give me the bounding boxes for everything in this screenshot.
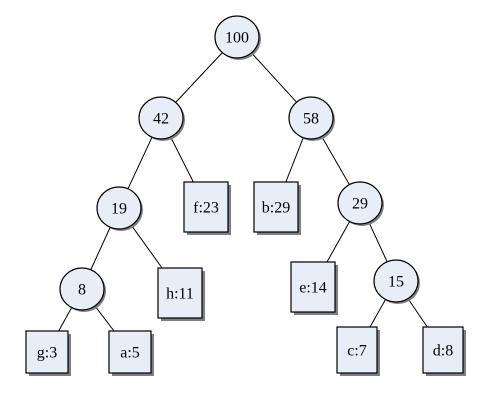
edge-n19-nh — [131, 225, 163, 269]
node-label: 8 — [78, 282, 86, 299]
leaf-node-nd: d:8 — [422, 326, 466, 376]
edge-n58-n29 — [321, 136, 350, 185]
node-label: d:8 — [433, 343, 453, 360]
edge-n19-n8 — [90, 227, 111, 270]
internal-node-n29: 29 — [337, 181, 384, 226]
node-box — [157, 267, 203, 319]
node-label: 19 — [111, 201, 127, 218]
leaf-node-ne: e:14 — [290, 261, 338, 315]
leaf-node-nh: h:11 — [157, 267, 205, 321]
node-box — [183, 181, 229, 233]
node-label: a:5 — [120, 345, 140, 362]
node-box — [25, 330, 69, 374]
edge-n29-n15 — [368, 222, 388, 262]
node-label: e:14 — [299, 280, 327, 297]
node-circle — [96, 186, 142, 230]
edge-n42-nf — [170, 136, 194, 183]
internal-node-n15: 15 — [373, 259, 420, 304]
node-label: g:3 — [37, 345, 57, 362]
leaf-node-na: a:5 — [108, 330, 154, 376]
node-circle — [214, 15, 260, 59]
edge-n58-nb — [285, 137, 304, 183]
node-circle — [138, 96, 184, 140]
node-circle — [59, 267, 105, 311]
edge-n8-na — [94, 305, 115, 332]
internal-node-n42: 42 — [138, 96, 185, 141]
node-label: 58 — [303, 111, 319, 128]
node-circle — [373, 259, 419, 303]
edge-n100-n42 — [175, 52, 223, 103]
tree-nodes: 100 42 58 19 f:23 b:29 29 8 h:11 e:14 15 g:3 a:5 c:7 d… — [25, 15, 466, 376]
node-label: 29 — [352, 196, 368, 213]
edge-n42-n19 — [127, 136, 153, 190]
node-label: h:11 — [166, 286, 194, 303]
leaf-node-ng: g:3 — [25, 330, 71, 376]
edge-n15-nc — [369, 299, 386, 328]
tree-edges — [58, 52, 428, 332]
node-label: b:29 — [262, 200, 290, 217]
node-circle — [337, 181, 383, 225]
edge-n100-n58 — [251, 52, 297, 103]
node-box — [422, 326, 464, 374]
node-box — [336, 326, 378, 374]
node-label: 42 — [153, 111, 169, 128]
leaf-node-nc: c:7 — [336, 326, 380, 376]
edge-n15-nd — [407, 298, 428, 328]
internal-node-n100: 100 — [214, 15, 261, 60]
node-label: 100 — [225, 30, 249, 47]
node-label: 15 — [388, 274, 404, 291]
edge-n29-ne — [326, 221, 351, 263]
edge-n8-ng — [58, 307, 73, 332]
node-box — [108, 330, 152, 374]
node-circle — [288, 96, 334, 140]
leaf-node-nf: f:23 — [183, 181, 231, 235]
internal-node-n58: 58 — [288, 96, 335, 141]
node-label: c:7 — [347, 343, 367, 360]
node-box — [253, 181, 299, 233]
node-box — [290, 261, 336, 313]
internal-node-n19: 19 — [96, 186, 143, 231]
node-label: f:23 — [193, 200, 219, 217]
leaf-node-nb: b:29 — [253, 181, 301, 235]
internal-node-n8: 8 — [59, 267, 106, 312]
